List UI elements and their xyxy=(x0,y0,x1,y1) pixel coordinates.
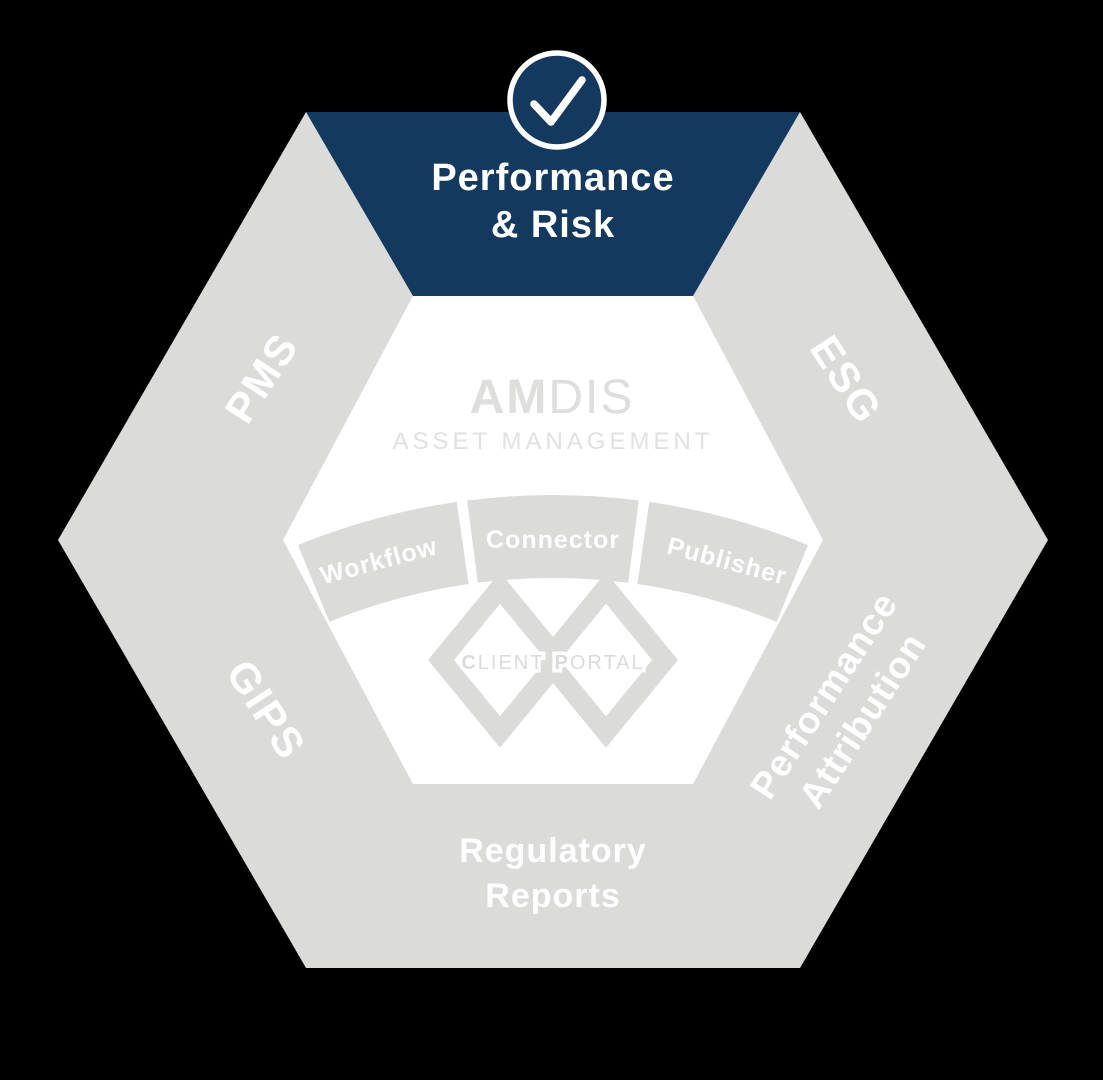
amdis-wordmark-light: DIS xyxy=(548,371,634,424)
client-portal-wordmark: CLIENT PORTAL xyxy=(461,652,644,674)
module-publisher-shape[interactable] xyxy=(637,501,808,622)
amdis-subtitle: ASSET MANAGEMENT xyxy=(393,428,714,455)
checkmark-circle xyxy=(507,50,607,150)
segment-performance-risk-label-line2: & Risk xyxy=(491,204,615,246)
module-connector-shape[interactable] xyxy=(467,495,639,583)
module-connector-label: Connector xyxy=(486,526,620,554)
client-portal-initial-p: P xyxy=(554,652,569,674)
amdis-wordmark-bold: AM xyxy=(470,371,549,424)
checkmark-icon xyxy=(507,50,607,150)
amdis-wordmark: AMDIS xyxy=(470,371,635,424)
client-portal-rest-ortal: ORTAL xyxy=(570,652,645,674)
segment-performance-risk-label-line1: Performance xyxy=(431,157,674,199)
client-portal-logo: CLIENT PORTAL xyxy=(428,572,678,748)
segment-regulatory-reports-label[interactable]: Regulatory Reports xyxy=(459,832,647,915)
client-portal-rest-lient: LIENT xyxy=(478,652,545,674)
checkmark-glyph xyxy=(530,76,586,126)
client-portal-diamond-right xyxy=(534,572,678,748)
amdis-logo: AMDIS ASSET MANAGEMENT xyxy=(393,371,714,455)
segment-regulatory-reports-line1: Regulatory xyxy=(459,832,647,870)
segment-regulatory-reports-line2: Reports xyxy=(485,877,620,915)
module-workflow-shape[interactable] xyxy=(298,501,469,622)
client-portal-initial-c: C xyxy=(461,652,477,674)
segment-performance-risk[interactable] xyxy=(306,112,800,296)
module-arc: Workflow Connector Publisher xyxy=(298,495,808,622)
